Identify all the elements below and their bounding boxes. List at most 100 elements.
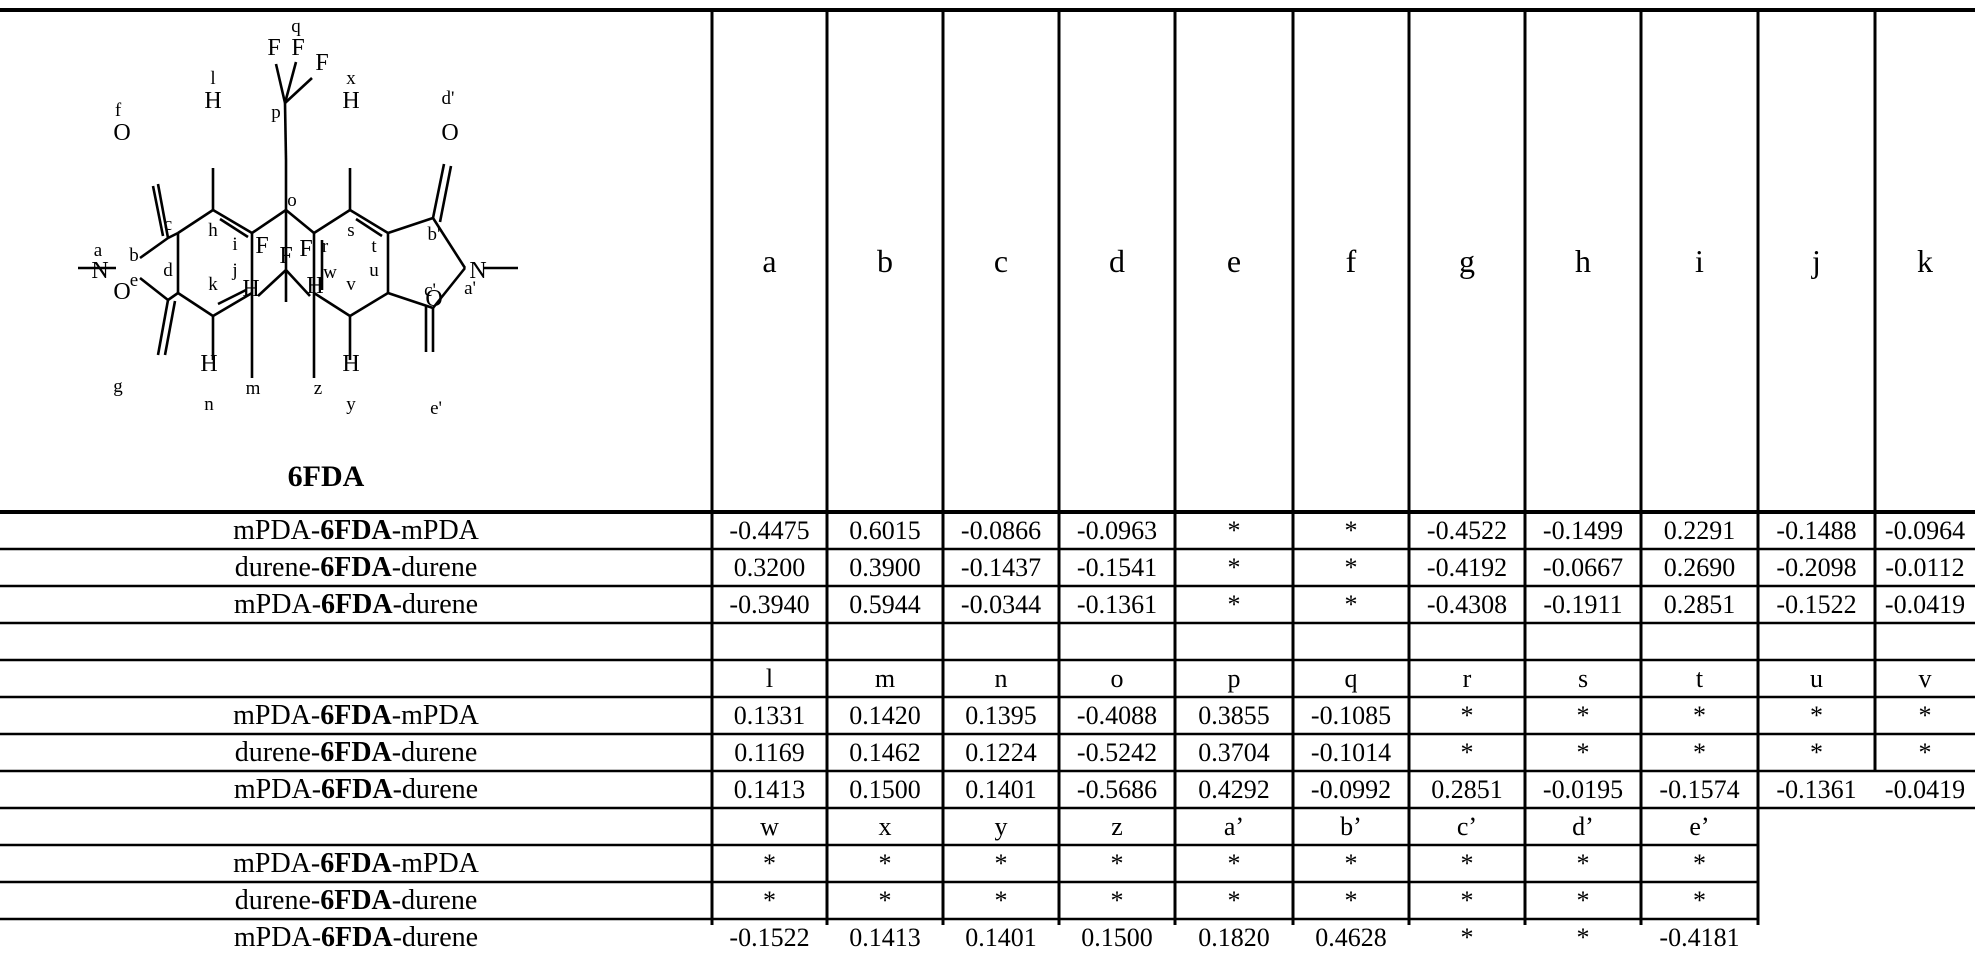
position-label-h: h xyxy=(208,220,218,241)
data-cell: -0.5686 xyxy=(1076,774,1158,804)
atom-fluorine: F xyxy=(291,35,304,61)
atom-oxygen: O xyxy=(113,120,130,146)
bond-line xyxy=(139,276,169,302)
row-label-segment: -durene xyxy=(391,551,478,583)
row-label-center: 6FDA xyxy=(320,847,392,879)
bond-line xyxy=(349,291,389,318)
position-label-f: f xyxy=(115,100,122,121)
data-cell: * xyxy=(1344,552,1358,582)
data-cell: * xyxy=(1110,848,1124,878)
position-label-a: a xyxy=(94,240,103,261)
data-cell: * xyxy=(1227,885,1241,915)
atom-fluorine: F xyxy=(279,243,292,269)
column-header-1-2: n xyxy=(994,663,1008,693)
data-cell: -0.4088 xyxy=(1076,700,1158,730)
bond-line xyxy=(219,217,249,239)
data-cell: -0.1911 xyxy=(1543,589,1623,619)
data-cell: 0.1224 xyxy=(965,737,1037,767)
data-cell: * xyxy=(1693,737,1706,767)
bond-line xyxy=(212,291,253,318)
column-header-2-7: d’ xyxy=(1572,811,1594,841)
bond-line xyxy=(257,269,287,297)
data-cell: -0.0195 xyxy=(1542,774,1624,804)
row-label-center: 6FDA xyxy=(321,588,393,620)
position-label-c: c xyxy=(164,214,172,235)
data-cell: -0.0344 xyxy=(960,589,1042,619)
atom-oxygen: O xyxy=(425,286,442,312)
column-header-3: d xyxy=(1109,243,1125,279)
row-label-segment: -durene xyxy=(391,736,478,768)
data-cell: * xyxy=(763,885,776,915)
data-cell: -0.1522 xyxy=(1776,589,1857,619)
data-cell: 0.3704 xyxy=(1198,737,1270,767)
bond-line xyxy=(285,269,311,297)
data-cell: -0.4308 xyxy=(1426,589,1508,619)
atom-fluorine: F xyxy=(267,35,280,61)
column-header-2-6: c’ xyxy=(1456,811,1478,841)
data-cell: 0.2851 xyxy=(1431,774,1503,804)
row-label: durene-6FDA-durene xyxy=(0,882,712,919)
position-label-g: g xyxy=(113,376,123,397)
data-cell: -0.0667 xyxy=(1542,552,1624,582)
data-cell: * xyxy=(1344,885,1358,915)
column-header-5: f xyxy=(1345,243,1357,279)
row-label-center: 6FDA xyxy=(320,884,392,916)
data-cell: * xyxy=(1693,848,1706,878)
data-cell: -0.2098 xyxy=(1776,552,1857,582)
column-header-4: e xyxy=(1226,243,1242,279)
data-cell: -0.0112 xyxy=(1885,552,1965,582)
column-header-2-5: b’ xyxy=(1340,811,1362,841)
row-label: mPDA-6FDA-mPDA xyxy=(0,845,712,882)
data-cell: 0.1462 xyxy=(849,737,921,767)
data-cell: -0.1574 xyxy=(1659,774,1740,804)
data-cell: 0.6015 xyxy=(849,515,921,545)
bond-line xyxy=(167,231,179,240)
position-label-t: t xyxy=(371,236,377,257)
bond-line xyxy=(285,208,315,235)
bond-line xyxy=(431,267,467,309)
data-cell: 0.1500 xyxy=(849,774,921,804)
atom-oxygen: O xyxy=(441,120,458,146)
atom-nitrogen: N xyxy=(469,258,486,284)
position-label-m: m xyxy=(246,378,261,399)
bond-line xyxy=(163,300,177,356)
column-header-2-0: w xyxy=(760,811,779,841)
position-label-x: x xyxy=(346,68,356,89)
bond-line xyxy=(438,165,453,223)
column-header-10: k xyxy=(1917,243,1933,279)
data-cell: -0.1361 xyxy=(1076,589,1158,619)
atom-hydrogen: H xyxy=(342,351,359,377)
position-label-b_p: b' xyxy=(428,224,441,245)
position-label-a_p: a' xyxy=(464,278,476,299)
data-cell: 0.1420 xyxy=(849,700,921,730)
column-header-8: i xyxy=(1695,243,1704,279)
data-cell: -0.1085 xyxy=(1310,700,1392,730)
data-cell: -0.0963 xyxy=(1076,515,1158,545)
row-label: mPDA-6FDA-mPDA xyxy=(0,697,712,734)
position-label-e_p: e' xyxy=(430,398,442,419)
row-label-center: 6FDA xyxy=(321,921,393,953)
data-cell: * xyxy=(1918,700,1932,730)
position-label-i: i xyxy=(232,234,237,255)
column-header-1-6: r xyxy=(1462,663,1472,693)
data-cell: -0.1488 xyxy=(1776,515,1857,545)
column-header-1-4: p xyxy=(1227,663,1241,693)
position-label-j: j xyxy=(231,260,237,281)
data-cell: * xyxy=(1344,589,1358,619)
data-cell: * xyxy=(1576,737,1590,767)
position-label-r: r xyxy=(322,236,329,257)
data-cell: 0.1169 xyxy=(734,737,805,767)
position-label-e: e xyxy=(130,270,138,291)
data-cell: * xyxy=(1110,885,1124,915)
atom-nitrogen: N xyxy=(91,258,108,284)
data-cell: * xyxy=(1460,737,1474,767)
data-cell: * xyxy=(1227,552,1241,582)
row-label-segment: -durene xyxy=(392,588,479,620)
bond-line xyxy=(387,291,434,310)
data-cell: * xyxy=(1460,848,1474,878)
row-label-segment: mPDA- xyxy=(233,847,321,879)
molecule-name: 6FDA xyxy=(288,460,365,493)
row-label-segment: -mPDA xyxy=(391,699,479,731)
position-label-v: v xyxy=(346,274,356,295)
